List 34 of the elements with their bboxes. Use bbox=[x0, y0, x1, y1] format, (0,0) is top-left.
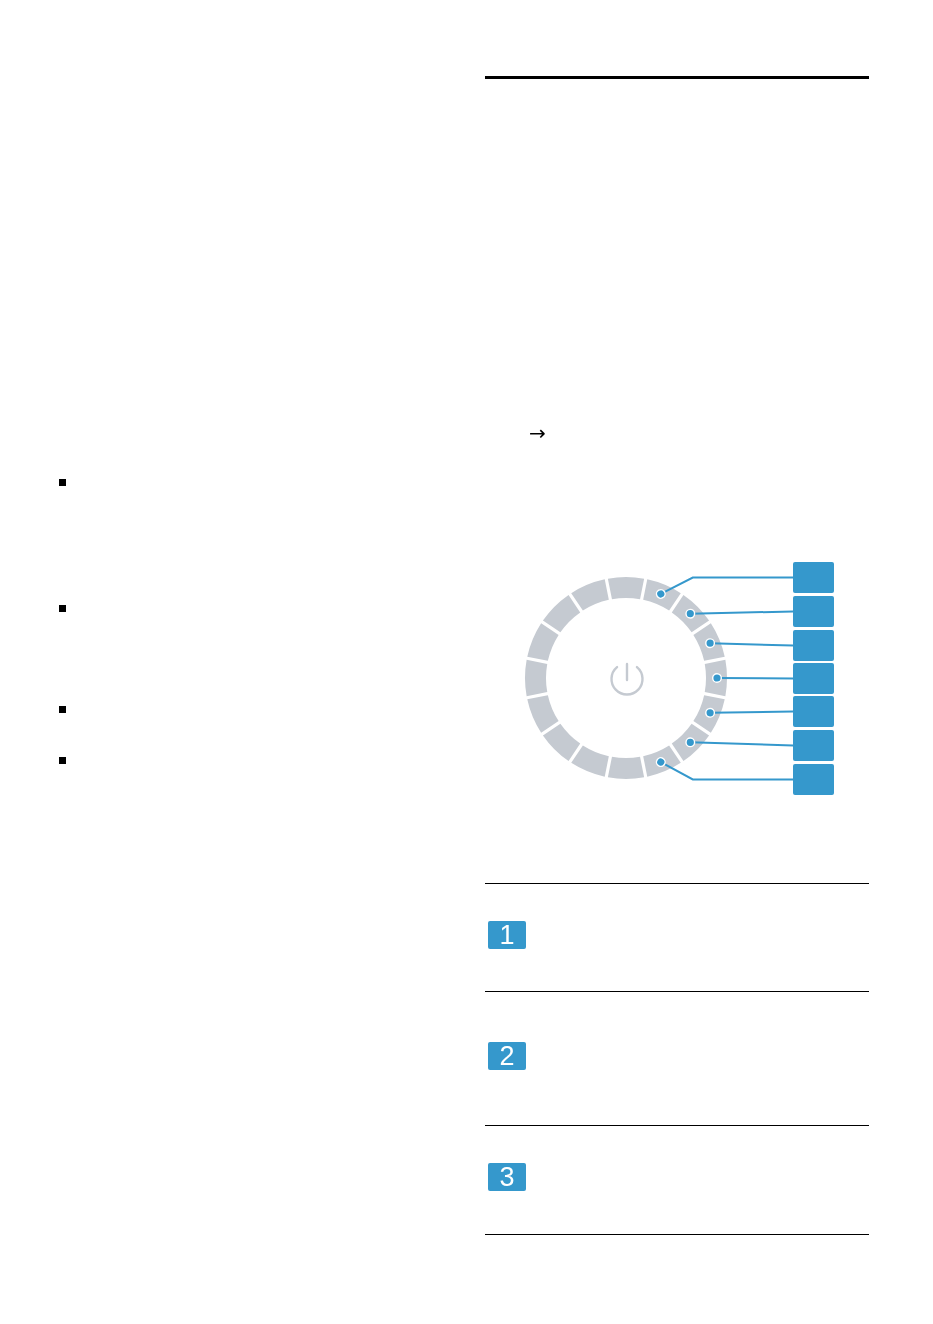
ring-segment bbox=[571, 579, 609, 611]
ring-segment bbox=[693, 623, 725, 661]
step-number: 1 bbox=[488, 921, 526, 949]
ring-segment bbox=[527, 623, 559, 661]
leader-line bbox=[685, 737, 794, 748]
ring-segment bbox=[571, 745, 609, 777]
ring-segment bbox=[671, 723, 710, 762]
callout-box bbox=[793, 730, 834, 761]
ring-segment bbox=[527, 695, 559, 733]
callout-box bbox=[793, 696, 834, 727]
ring-segment bbox=[607, 756, 645, 779]
leader-line bbox=[655, 576, 794, 599]
step-number: 3 bbox=[488, 1163, 526, 1191]
ring-segment bbox=[525, 659, 548, 697]
ring-segment bbox=[542, 594, 581, 633]
callout-box bbox=[793, 630, 834, 661]
callout-box bbox=[793, 764, 834, 795]
callout-box bbox=[793, 596, 834, 627]
leader-line bbox=[685, 608, 794, 619]
ring-segment bbox=[643, 579, 681, 611]
callout-box bbox=[793, 663, 834, 694]
ring-segment bbox=[671, 594, 710, 633]
ring-segment bbox=[542, 723, 581, 762]
ring-segment bbox=[643, 745, 681, 777]
leader-line bbox=[705, 638, 794, 649]
step-number: 2 bbox=[488, 1042, 526, 1070]
callout-box bbox=[793, 562, 834, 593]
ring-segment bbox=[607, 577, 645, 600]
leader-line bbox=[712, 673, 794, 683]
arrow-symbol: → bbox=[529, 422, 546, 444]
ring-segment bbox=[704, 659, 727, 697]
leader-line bbox=[705, 707, 794, 718]
leader-line bbox=[655, 757, 794, 781]
ring-segment bbox=[693, 695, 725, 733]
